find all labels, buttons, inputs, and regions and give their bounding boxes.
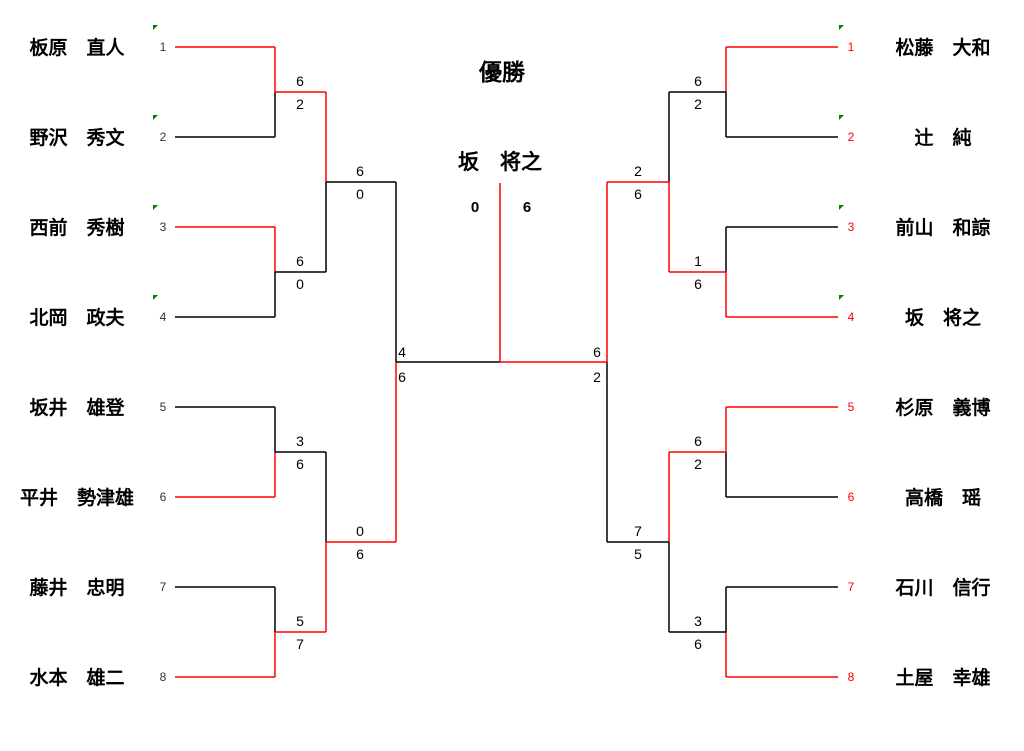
final-score-right: 6: [523, 199, 531, 216]
seed-number-right: 6: [848, 490, 855, 504]
player-name-right: 石川 信行: [894, 576, 990, 599]
score-right-r1-top: 6: [694, 73, 702, 89]
score-right-r1-bottom: 6: [694, 636, 702, 652]
player-name-right: 辻 純: [914, 126, 971, 149]
seed-number-left: 7: [160, 580, 167, 594]
score-left-r2-top: 0: [356, 523, 364, 539]
score-right-r3-bottom: 2: [593, 369, 601, 385]
seed-flags: [153, 25, 844, 300]
final-score-left: 0: [471, 199, 479, 216]
seed-number-right: 3: [848, 220, 855, 234]
score-left-r1-bottom: 2: [296, 96, 304, 112]
seed-flag-right: [839, 25, 844, 30]
score-right-r3-top: 6: [593, 344, 601, 360]
seed-flag-right: [839, 295, 844, 300]
score-left-r1-top: 6: [296, 253, 304, 269]
score-left-r1-top: 3: [296, 433, 304, 449]
seed-number-left: 3: [160, 220, 167, 234]
bracket-lines: [175, 46, 838, 678]
score-left-r1-top: 5: [296, 613, 304, 629]
player-name-right: 前山 和諒: [895, 216, 990, 239]
player-name-left: 水本 雄二: [29, 666, 124, 689]
seed-flag-right: [839, 205, 844, 210]
player-name-right: 高橋 瑶: [905, 486, 981, 509]
player-name-left: 西前 秀樹: [29, 216, 124, 239]
player-name-left: 坂井 雄登: [29, 396, 125, 419]
bracket-labels: 板原 直人 1 野沢 秀文 2 西前 秀樹 3 北岡 政夫 4 坂井 雄登 5 平井 勢津雄 6 藤井 …: [20, 36, 991, 689]
seed-number-right: 4: [848, 310, 855, 324]
player-name-right: 土屋 幸雄: [895, 666, 990, 689]
score-right-r2-top: 2: [634, 163, 642, 179]
score-left-r3-bottom: 6: [398, 369, 406, 385]
score-left-r2-bottom: 6: [356, 546, 364, 562]
score-left-r2-bottom: 0: [356, 186, 364, 202]
score-left-r1-bottom: 6: [296, 456, 304, 472]
score-left-r1-bottom: 0: [296, 276, 304, 292]
seed-number-right: 2: [848, 130, 855, 144]
player-name-left: 板原 直人: [29, 36, 125, 59]
seed-number-left: 2: [160, 130, 167, 144]
score-right-r2-bottom: 5: [634, 546, 642, 562]
score-right-r1-top: 1: [694, 253, 702, 269]
seed-flag-left: [153, 25, 158, 30]
seed-flag-left: [153, 295, 158, 300]
seed-number-right: 7: [848, 580, 855, 594]
seed-number-left: 1: [160, 40, 167, 54]
score-right-r2-bottom: 6: [634, 186, 642, 202]
score-right-r2-top: 7: [634, 523, 642, 539]
player-name-left: 藤井 忠明: [29, 576, 124, 599]
score-left-r2-top: 6: [356, 163, 364, 179]
score-left-r1-top: 6: [296, 73, 304, 89]
seed-number-left: 5: [160, 400, 167, 414]
score-right-r1-top: 3: [694, 613, 702, 629]
seed-number-left: 4: [160, 310, 167, 324]
score-right-r1-top: 6: [694, 433, 702, 449]
title-label: 優勝: [478, 59, 526, 86]
seed-number-right: 5: [848, 400, 855, 414]
seed-number-right: 1: [848, 40, 855, 54]
player-name-right: 坂 将之: [905, 306, 981, 329]
player-name-left: 北岡 政夫: [29, 306, 125, 329]
player-name-right: 松藤 大和: [895, 36, 990, 59]
score-left-r3-top: 4: [398, 344, 406, 360]
seed-flag-left: [153, 205, 158, 210]
seed-number-left: 6: [160, 490, 167, 504]
score-left-r1-bottom: 7: [296, 636, 304, 652]
player-name-right: 杉原 義博: [895, 396, 990, 419]
seed-flag-left: [153, 115, 158, 120]
player-name-left: 平井 勢津雄: [20, 486, 134, 509]
score-right-r1-bottom: 6: [694, 276, 702, 292]
seed-number-right: 8: [848, 670, 855, 684]
player-name-left: 野沢 秀文: [29, 126, 125, 149]
seed-number-left: 8: [160, 670, 167, 684]
score-right-r1-bottom: 2: [694, 96, 702, 112]
champion-name: 坂 将之: [458, 150, 542, 174]
seed-flag-right: [839, 115, 844, 120]
score-right-r1-bottom: 2: [694, 456, 702, 472]
